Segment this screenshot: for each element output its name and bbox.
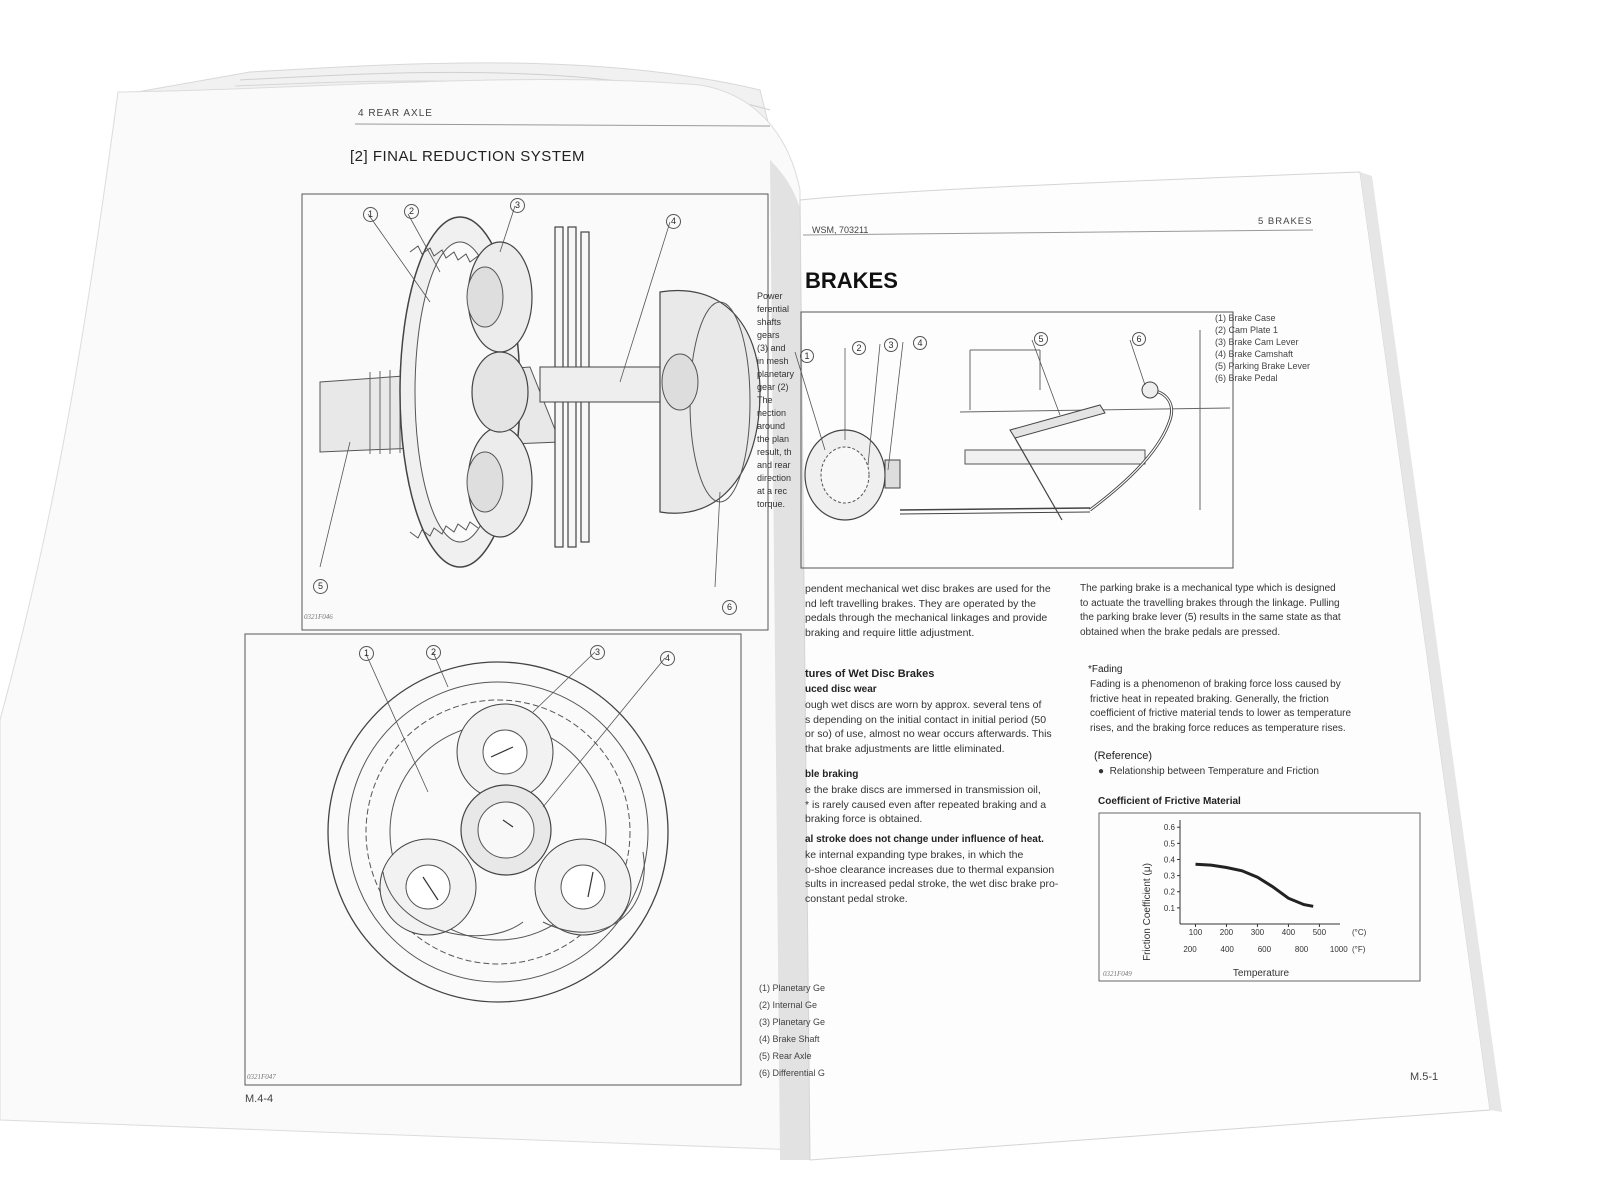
x-tick-label-c: 100 [1189, 928, 1203, 937]
brake-callout-3: 3 [884, 338, 898, 352]
feature1-text: ough wet discs are worn by approx. sever… [805, 699, 1052, 755]
brake-callout-6: 6 [1132, 332, 1146, 346]
brake-callout-5: 5 [1034, 332, 1048, 346]
planetary-gear-diagram [244, 633, 742, 1086]
callout-6: 6 [722, 600, 737, 615]
y-tick-label: 0.2 [1164, 888, 1176, 897]
chart-y-ticks: 0.1 0.2 0.3 0.4 0.5 0.6 [1164, 823, 1180, 913]
x-unit-c: (°C) [1352, 928, 1367, 937]
fading-text: Fading is a phenomenon of braking force … [1090, 679, 1352, 734]
y-tick-label: 0.6 [1164, 823, 1176, 832]
x-unit-f: (°F) [1352, 945, 1366, 954]
x-tick-label-c: 200 [1220, 928, 1234, 937]
brake-callout-4: 4 [913, 336, 927, 350]
col2-intro: The parking brake is a mechanical type w… [1080, 583, 1341, 638]
right-page-header-right: 5 BRAKES [1258, 216, 1313, 227]
x-tick-label-f: 400 [1221, 945, 1235, 954]
right-page-header-left: WSM, 703211 [812, 225, 869, 235]
callout-b2: 2 [426, 645, 441, 660]
parts-list-item: (2) Internal Ge [759, 1000, 818, 1010]
parts-list-item: (6) Differential G [759, 1068, 825, 1078]
chart-x-label: Temperature [1233, 968, 1290, 979]
callout-b3: 3 [590, 645, 605, 660]
callout-5: 5 [313, 579, 328, 594]
margin-text: Power ferential shafts gears (3) and in … [757, 291, 795, 509]
feature1-heading: uced disc wear [805, 684, 877, 695]
brake-callout-2: 2 [852, 341, 866, 355]
chart-axes [1179, 820, 1340, 925]
y-tick-label: 0.1 [1164, 904, 1176, 913]
x-tick-label-c: 300 [1251, 928, 1265, 937]
brake-figure-legend: (1) Brake Case (2) Cam Plate 1 (3) Brake… [1215, 312, 1310, 384]
parts-list: (1) Planetary Ge (2) Internal Ge (3) Pla… [759, 980, 826, 1082]
figure-caption-bottom: 0321F047 [247, 1073, 276, 1081]
y-tick-label: 0.3 [1164, 872, 1176, 881]
bullet-icon: ● [1098, 766, 1110, 777]
callout-3: 3 [510, 198, 525, 213]
legend-item: (1) Brake Case [1215, 313, 1276, 323]
final-reduction-cutaway-figure [301, 193, 769, 631]
right-page-title: BRAKES [805, 268, 898, 293]
parts-list-item: (3) Planetary Ge [759, 1017, 826, 1027]
feature3-heading: al stroke does not change under influenc… [805, 834, 1044, 845]
chart-title: Coefficient of Frictive Material [1098, 796, 1241, 807]
feature2-text: e the brake discs are immersed in transm… [805, 784, 1047, 825]
feature2-heading: ble braking [805, 769, 859, 780]
col1-intro: pendent mechanical wet disc brakes are u… [805, 583, 1051, 639]
legend-item: (6) Brake Pedal [1215, 373, 1278, 383]
legend-item: (3) Brake Cam Lever [1215, 337, 1299, 347]
callout-4: 4 [666, 214, 681, 229]
reference-bullet: ● Relationship between Temperature and F… [1098, 766, 1319, 777]
reference-heading: (Reference) [1094, 750, 1153, 762]
callout-b1: 1 [359, 646, 374, 661]
callout-2: 2 [404, 204, 419, 219]
features-heading: tures of Wet Disc Brakes [805, 668, 935, 680]
friction-chart: 0.1 0.2 0.3 0.4 0.5 0.6 100 200 200 400 300 600 400… [1098, 812, 1421, 982]
left-page-number: M.4-4 [245, 1093, 274, 1105]
x-tick-label-f: 1000 [1330, 945, 1348, 954]
chart-caption: 0321F049 [1103, 970, 1132, 978]
right-page-number: M.5-1 [1410, 1071, 1439, 1083]
figure-caption-top: 0321F046 [304, 613, 333, 621]
brake-callout-1: 1 [800, 349, 814, 363]
x-tick-label-c: 500 [1313, 928, 1327, 937]
left-section-title: [2] FINAL REDUCTION SYSTEM [350, 148, 585, 165]
fading-heading: *Fading [1088, 664, 1123, 675]
brake-linkage-figure [794, 311, 1234, 569]
parts-list-item: (5) Rear Axle [759, 1051, 812, 1061]
callout-1: 1 [363, 207, 378, 222]
parts-list-item: (4) Brake Shaft [759, 1034, 820, 1044]
y-tick-label: 0.5 [1164, 839, 1176, 848]
y-tick-label: 0.4 [1164, 855, 1176, 864]
x-tick-label-f: 200 [1183, 945, 1197, 954]
feature3-text: ke internal expanding type brakes, in wh… [805, 849, 1059, 905]
x-tick-label-f: 600 [1258, 945, 1272, 954]
chart-frame [1098, 812, 1421, 982]
x-tick-label-c: 400 [1282, 928, 1296, 937]
chart-y-label: Friction Coefficient (μ) [1142, 863, 1153, 961]
parts-list-item: (1) Planetary Ge [759, 983, 826, 993]
x-tick-label-f: 800 [1295, 945, 1309, 954]
callout-b4: 4 [660, 651, 675, 666]
legend-item: (2) Cam Plate 1 [1215, 325, 1279, 335]
legend-item: (4) Brake Camshaft [1215, 349, 1294, 359]
legend-item: (5) Parking Brake Lever [1215, 361, 1311, 371]
friction-series-line [1195, 862, 1314, 908]
left-page-header: 4 REAR AXLE [358, 108, 433, 119]
